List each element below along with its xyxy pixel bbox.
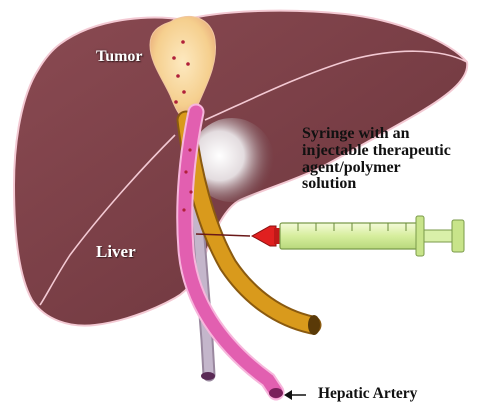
syringe-label-line-1: Syringe with an <box>302 126 477 143</box>
syringe-label-line-2: injectable therapeutic <box>302 143 477 160</box>
hepatic-artery-label: Hepatic Artery <box>318 386 417 402</box>
tumor-label: Tumor <box>96 49 143 66</box>
syringe-label-line-3: agent/polymer <box>302 160 477 177</box>
arrow-left-icon <box>284 390 306 400</box>
liver-label: Liver <box>96 243 136 261</box>
syringe-label: Syringe with an injectable therapeutic a… <box>302 126 477 193</box>
syringe-label-line-4: solution <box>302 176 477 193</box>
syringe-icon <box>252 216 464 256</box>
